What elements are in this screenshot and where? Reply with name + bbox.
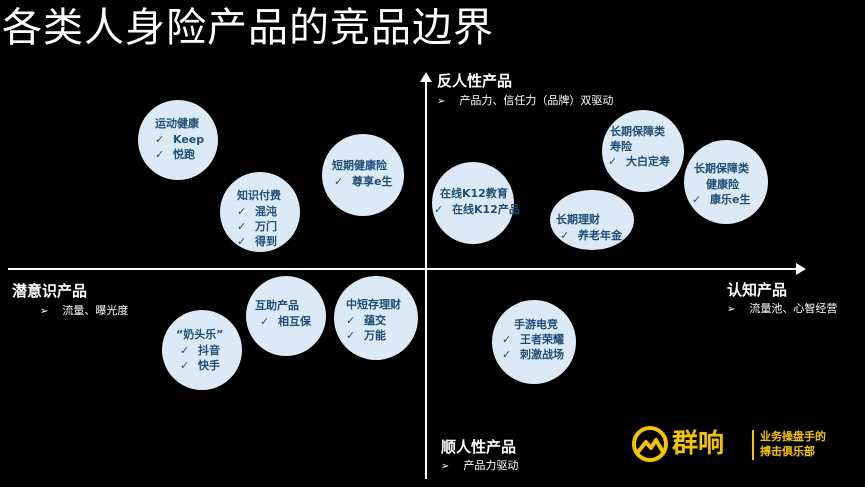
check-icon: ✓ [260,315,270,328]
check-icon: ✓ [180,344,190,357]
brand-logo: 群响 业务操盘手的 搏击俱乐部 [632,426,828,466]
logo-tagline: 业务操盘手的 搏击俱乐部 [760,430,826,458]
circle-entertainment: “奶头乐” ✓抖音 ✓快手 [162,310,242,390]
check-icon: ✓ [155,133,165,146]
check-icon: ✓ [560,229,570,242]
axis-arrow-right-icon [796,263,806,275]
circle-online-k12: 在线K12教育 ✓在线K12产品 [432,162,520,244]
check-icon: ✓ [608,155,618,168]
arrow-bullet-icon: ➢ [441,461,450,472]
circle-short-term-health: 短期健康险 ✓尊享e生 [322,134,404,216]
arrow-bullet-icon: ➢ [437,96,446,107]
axis-arrow-up-icon [420,72,432,82]
check-icon: ✓ [334,175,344,188]
circle-long-term-life: 长期保障类 寿险 ✓大白定寿 [602,110,684,192]
right-axis-label: 认知产品 [727,281,788,299]
check-icon: ✓ [237,235,247,248]
left-axis-sublabel: ➢流量、曝光度 [40,304,129,317]
logo-name: 群响 [672,429,725,459]
check-icon: ✓ [502,348,512,361]
bottom-axis-sublabel: ➢产品力驱动 [441,459,519,472]
circle-long-term-finance: 长期理财 ✓养老年金 [550,190,634,250]
circle-mobile-esports: 手游电竞 ✓王者荣耀 ✓刺激战场 [492,300,576,384]
top-axis-sublabel: ➢产品力、信任力（品牌）双驱动 [437,94,614,107]
check-icon: ✓ [155,148,165,161]
arrow-bullet-icon: ➢ [727,304,736,315]
check-icon: ✓ [346,314,356,327]
check-icon: ✓ [502,333,512,346]
top-axis-label: 反人性产品 [437,72,513,90]
mountain-logo-icon [632,426,668,462]
page-title: 各类人身险产品的竞品边界 [2,5,494,51]
left-axis-label: 潜意识产品 [12,282,88,300]
check-icon: ✓ [346,329,356,342]
circle-knowledge-paid: 知识付费 ✓混沌 ✓万门 ✓得到 [220,172,300,252]
logo-divider [752,430,754,460]
circle-long-term-health: 长期保障类 健康险 ✓康乐e生 [684,140,768,224]
bottom-axis-label: 顺人性产品 [441,438,517,456]
check-icon: ✓ [237,220,247,233]
circle-mutual-aid: 互助产品 ✓相互保 [246,276,326,356]
check-icon: ✓ [692,193,702,206]
check-icon: ✓ [434,203,444,216]
circle-sports-health: 运动健康 ✓Keep ✓悦跑 [138,100,218,180]
arrow-bullet-icon: ➢ [40,306,49,317]
check-icon: ✓ [180,359,190,372]
horizontal-axis [8,268,798,270]
circle-short-mid-finance: 中短存理财 ✓蕴交 ✓万能 [334,276,418,360]
right-axis-sublabel: ➢流量池、心智经营 [727,302,838,315]
check-icon: ✓ [237,205,247,218]
vertical-axis [425,82,427,479]
